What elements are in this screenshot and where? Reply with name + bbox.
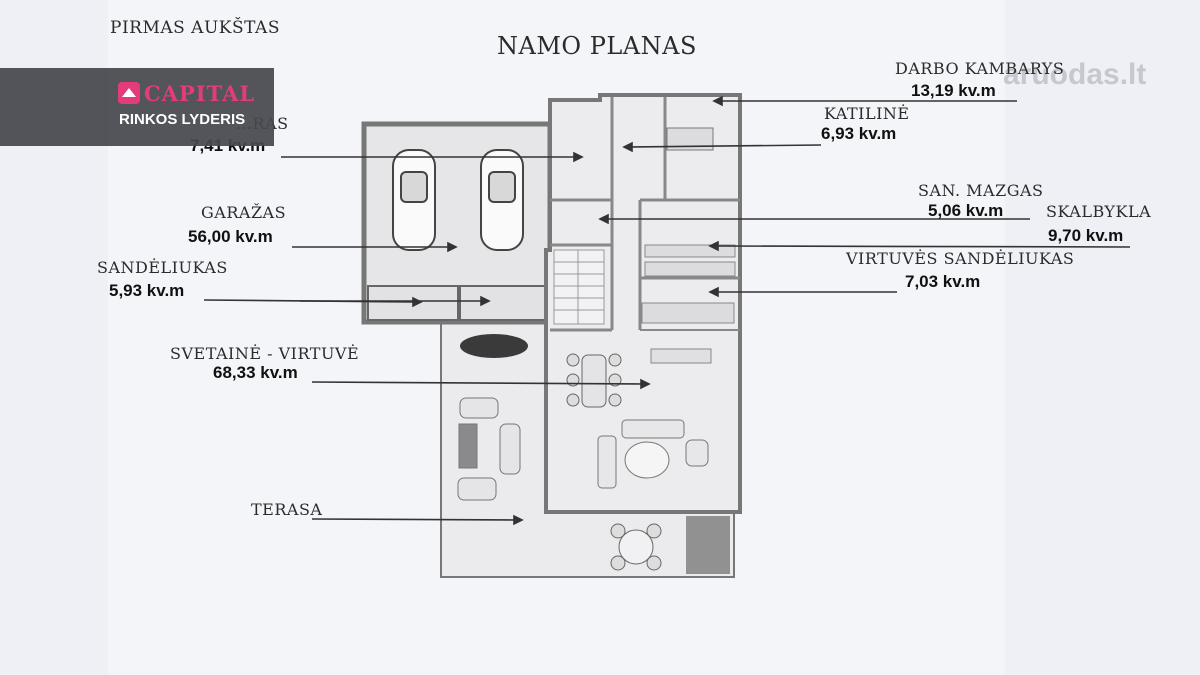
capital-logo-icon — [118, 82, 140, 104]
room-name-garazas: GARAŽAS — [201, 203, 287, 222]
hedge-plants — [460, 334, 528, 358]
agency-badge[interactable]: CAPITAL RINKOS LYDERIS — [0, 68, 274, 146]
dining-table — [566, 353, 622, 408]
room-name-svetaine: SVETAINĖ - VIRTUVĖ — [170, 344, 360, 363]
storage-right — [459, 285, 549, 321]
room-name-san-mazgas: SAN. MAZGAS — [918, 181, 1044, 200]
car-right — [480, 149, 524, 251]
terrace-lounge — [457, 397, 521, 501]
room-name-virtuves-sandeliukas: VIRTUVĖS SANDĖLIUKAS — [846, 249, 1075, 268]
room-area-sandeliukas: 5,93 kv.m — [109, 281, 185, 300]
desk — [666, 127, 714, 151]
agency-brand: CAPITAL — [144, 81, 256, 106]
room-area-darbo: 13,19 kv.m — [911, 81, 996, 100]
kitchen-island — [650, 348, 712, 364]
floor-label: PIRMAS AUKŠTAS — [110, 18, 280, 38]
room-area-virtuves-sandeliukas: 7,03 kv.m — [905, 272, 981, 291]
pantry-shelf — [644, 261, 736, 277]
kitchen-counter — [641, 302, 735, 324]
watermark-logo: aruodas.lt — [1003, 58, 1147, 91]
room-area-skalbykla: 9,70 kv.m — [1048, 226, 1124, 245]
room-area-katiline: 6,93 kv.m — [821, 124, 897, 143]
terrace-table — [610, 523, 662, 571]
room-name-darbo: DARBO KAMBARYS — [895, 59, 1065, 78]
sofa-set — [597, 419, 709, 489]
room-name-sandeliukas: SANDĖLIUKAS — [97, 258, 228, 277]
corner-plants — [686, 516, 730, 574]
room-area-garazas: 56,00 kv.m — [188, 227, 273, 246]
room-name-terasa: TERASA — [251, 500, 323, 519]
car-left — [392, 149, 436, 251]
room-name-katiline: KATILINĖ — [824, 104, 910, 123]
label-arrows — [203, 95, 1131, 526]
agency-tagline: RINKOS LYDERIS — [119, 111, 246, 128]
page-title: NAMO PLANAS — [497, 32, 697, 60]
room-area-san-mazgas: 5,06 kv.m — [928, 201, 1004, 220]
room-name-skalbykla: SKALBYKLA — [1046, 202, 1152, 221]
room-area-svetaine: 68,33 kv.m — [213, 363, 298, 382]
staircase — [553, 249, 605, 325]
